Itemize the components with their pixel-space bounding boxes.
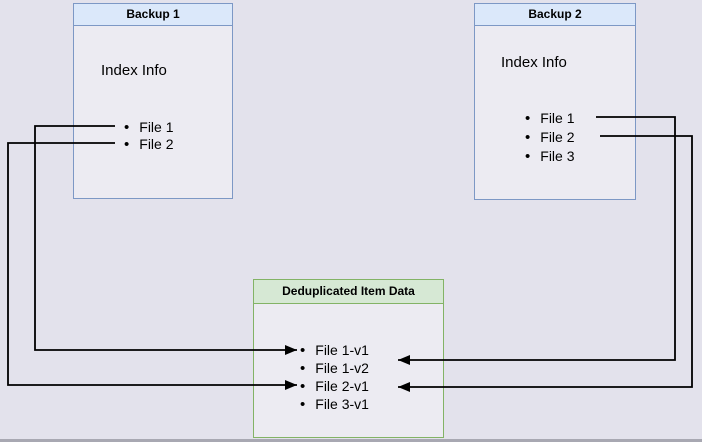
list-item: File 3 bbox=[525, 147, 574, 166]
list-item: File 3-v1 bbox=[300, 395, 369, 413]
deduplicated-item-list: File 1-v1 File 1-v2 File 2-v1 File 3-v1 bbox=[300, 341, 369, 413]
backup1-index-info-label: Index Info bbox=[101, 62, 167, 79]
list-item: File 2 bbox=[525, 128, 574, 147]
list-item: File 1 bbox=[525, 109, 574, 128]
deduplicated-item-data-title: Deduplicated Item Data bbox=[254, 280, 443, 304]
window-bottom-edge bbox=[0, 439, 702, 442]
backup1-file-list: File 1 File 2 bbox=[124, 119, 173, 153]
list-item: File 2 bbox=[124, 136, 173, 153]
backup2-title: Backup 2 bbox=[475, 4, 635, 26]
list-item: File 2-v1 bbox=[300, 377, 369, 395]
backup2-file-list: File 1 File 2 File 3 bbox=[525, 109, 574, 166]
list-item: File 1 bbox=[124, 119, 173, 136]
list-item: File 1-v2 bbox=[300, 359, 369, 377]
backup2-index-info-label: Index Info bbox=[501, 54, 567, 71]
deduplicated-item-data-box: Deduplicated Item Data File 1-v1 File 1-… bbox=[253, 279, 444, 438]
backup1-title: Backup 1 bbox=[74, 4, 232, 26]
backup2-box: Backup 2 Index Info File 1 File 2 File 3 bbox=[474, 3, 636, 200]
list-item: File 1-v1 bbox=[300, 341, 369, 359]
backup1-box: Backup 1 Index Info File 1 File 2 bbox=[73, 3, 233, 199]
